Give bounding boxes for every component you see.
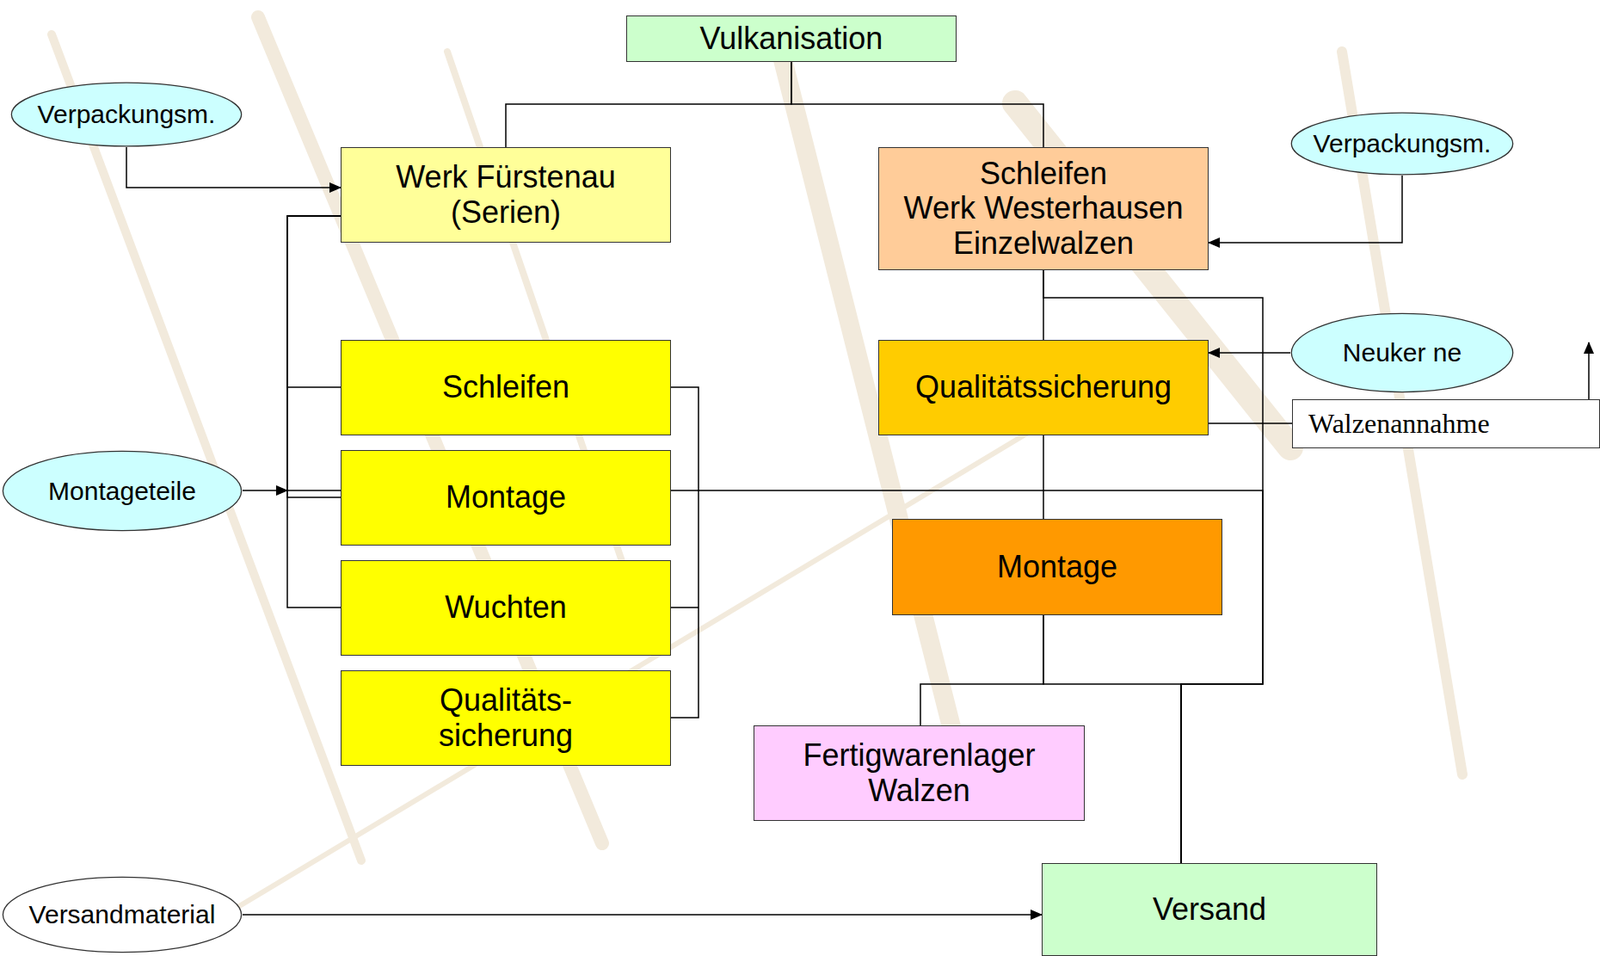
- node-label: Montage: [996, 549, 1118, 585]
- process-box: Wuchten: [340, 560, 671, 656]
- node-label: Werk Westerhausen Einzelwalzen: [892, 190, 1194, 261]
- node-label: Versand: [1152, 892, 1267, 927]
- input-ellipse: Neuker ne: [1290, 312, 1514, 394]
- process-box: Vulkanisation: [626, 15, 957, 62]
- node-label: Walzenannahme: [1308, 408, 1490, 440]
- node-label: Neuker ne: [1342, 338, 1462, 368]
- node-label: Verpackungsm.: [37, 99, 216, 130]
- process-box: Versand: [1041, 862, 1378, 956]
- node-label: Verpackungsm.: [1313, 129, 1492, 159]
- flow-connector: [1042, 435, 1045, 519]
- ellipse-shape: [2, 450, 241, 530]
- node-label: Schleifen: [979, 156, 1108, 191]
- node-label: Werk Fürstenau (Serien): [372, 160, 640, 230]
- flow-connector: [1208, 422, 1293, 425]
- flow-connector: [242, 913, 1042, 916]
- flow-connector: [1208, 351, 1291, 354]
- process-box: Schleifen: [340, 339, 671, 436]
- node-label: Wuchten: [444, 590, 567, 625]
- ellipse-shape: [11, 82, 241, 147]
- flow-connector: [287, 215, 341, 388]
- process-box: Montage: [340, 449, 671, 546]
- flow-connector: [242, 489, 341, 492]
- flow-connector: [1208, 175, 1403, 243]
- input-ellipse: Verpackungsm.: [10, 81, 243, 148]
- input-ellipse: Verpackungsm.: [1290, 111, 1514, 176]
- flow-connector: [791, 61, 1044, 148]
- group-bracket: [670, 387, 699, 718]
- faded-photo: [51, 17, 1463, 947]
- storage-box: Fertigwarenlager Walzen: [753, 725, 1085, 821]
- flow-connector: [505, 61, 792, 148]
- node-label: Versandmaterial: [29, 899, 216, 930]
- node-label: Fertigwarenlager Walzen: [786, 738, 1053, 808]
- ellipse-shape: [1291, 313, 1513, 392]
- ellipse-shape: [1291, 112, 1513, 175]
- plant-box: SchleifenWerk Westerhausen Einzelwalzen: [878, 147, 1209, 271]
- process-box: Qualitäts- sicherung: [340, 670, 671, 766]
- node-label: Schleifen: [442, 369, 570, 405]
- process-box: Qualitätssicherung: [878, 339, 1209, 436]
- note-box: Walzenannahme: [1292, 399, 1600, 449]
- node-label: Qualitätssicherung: [915, 369, 1172, 405]
- plant-box: Werk Fürstenau (Serien): [340, 147, 671, 243]
- flow-connector: [670, 490, 1263, 863]
- input-ellipse: Montageteile: [1, 449, 243, 532]
- input-ellipse: Versandmaterial: [1, 875, 243, 954]
- node-label: Montage: [445, 480, 567, 515]
- flow-connector: [920, 615, 1044, 726]
- ellipse-shape: [2, 876, 241, 952]
- node-label: Qualitäts- sicherung: [409, 683, 602, 753]
- node-label: Vulkanisation: [700, 21, 884, 56]
- process-box: Montage: [892, 518, 1223, 616]
- flow-connector: [287, 215, 341, 498]
- flow-connector: [287, 215, 341, 608]
- flow-connector: [126, 147, 341, 188]
- node-label: Montageteile: [48, 476, 197, 506]
